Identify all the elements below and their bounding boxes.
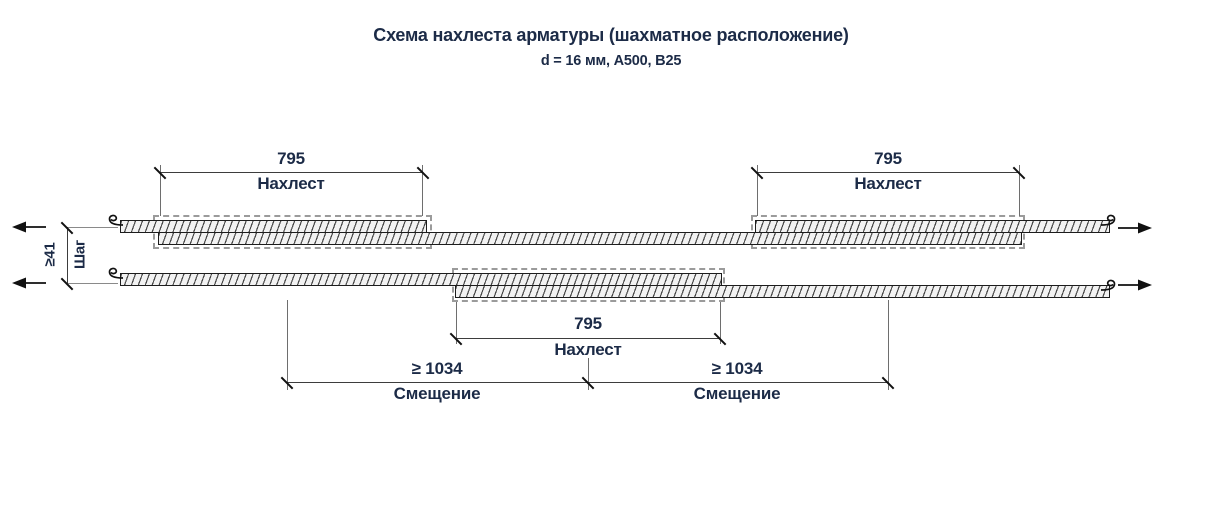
page-title: Схема нахлеста арматуры (шахматное распо…: [373, 25, 849, 45]
extension-line: [66, 227, 118, 228]
dimension-line: [160, 172, 423, 173]
extension-line: [757, 165, 758, 216]
dimension-tick: [416, 166, 430, 180]
rebar-bottom-left: [120, 273, 722, 286]
dim-lap-bottom-label: Нахлест: [554, 340, 622, 359]
dimension-line: [287, 382, 888, 383]
continuation-arrow-right-icon: [1118, 222, 1152, 234]
dim-offset-left-label: Смещение: [393, 384, 481, 403]
bar-end-hook-icon: [1100, 214, 1116, 226]
dim-offset-right-label: Смещение: [693, 384, 781, 403]
bar-end-hook-icon: [108, 214, 124, 226]
extension-line: [66, 283, 118, 284]
dim-offset-right-value: ≥ 1034: [711, 359, 763, 378]
dim-offset-left-value: ≥ 1034: [411, 359, 463, 378]
dim-lap-top-right-label: Нахлест: [854, 174, 922, 193]
dim-lap-bottom-value: 795: [574, 314, 602, 333]
dim-lap-top-left-value: 795: [277, 149, 305, 168]
extension-line: [160, 165, 161, 216]
bar-end-hook-icon: [1100, 279, 1116, 291]
dimension-line: [67, 227, 68, 283]
dim-lap-top-left-label: Нахлест: [257, 174, 325, 193]
continuation-arrow-left-icon: [12, 277, 46, 289]
dim-row-step-value: ≥41: [41, 242, 59, 267]
dimension-line: [456, 338, 720, 339]
rebar-top-right: [755, 220, 1110, 233]
rebar-top-middle: [158, 232, 1022, 245]
extension-line: [720, 302, 721, 344]
bar-end-hook-icon: [108, 267, 124, 279]
extension-line: [422, 165, 423, 216]
extension-line: [1019, 165, 1020, 216]
dim-row-step-label: Шаг: [71, 239, 89, 270]
extension-line: [456, 302, 457, 344]
dim-lap-top-right-value: 795: [874, 149, 902, 168]
page-subtitle: d = 16 мм, A500, B25: [540, 53, 682, 69]
rebar-top-left: [120, 220, 427, 233]
dimension-line: [757, 172, 1019, 173]
extension-line: [888, 300, 889, 390]
extension-line: [588, 358, 589, 390]
continuation-arrow-left-icon: [12, 221, 46, 233]
continuation-arrow-right-icon: [1118, 279, 1152, 291]
rebar-bottom-right: [455, 285, 1110, 298]
extension-line: [287, 300, 288, 390]
